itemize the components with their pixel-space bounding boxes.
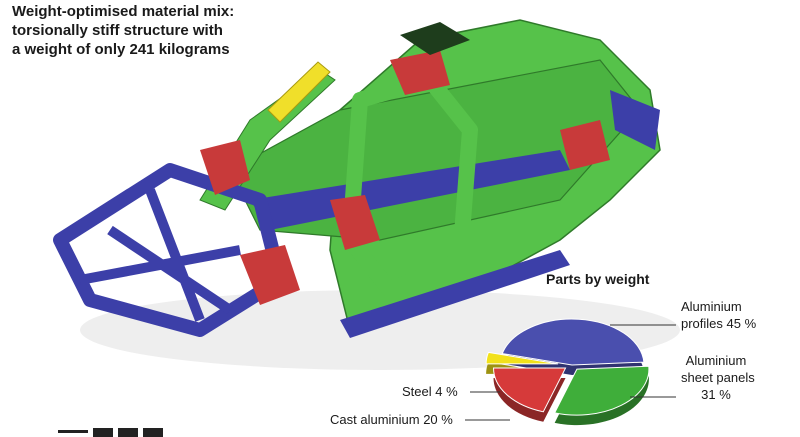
headline-line-2: torsionally stiff structure with (12, 22, 223, 39)
label-profiles-line-2: profiles 45 % (681, 316, 757, 331)
pie-slice-aluminium-sheet-panels (553, 365, 650, 416)
chart-title: Parts by weight (546, 271, 650, 287)
label-steel: Steel 4 % (402, 384, 458, 399)
label-aluminium-profiles: Aluminium profiles 45 % (681, 298, 756, 332)
label-sheet-line-2: sheet panels (681, 370, 755, 385)
headline-line-1: Weight-optimised material mix: (12, 3, 235, 20)
pie-slice-cast-aluminium (493, 367, 567, 413)
label-aluminium-sheet-panels: Aluminium sheet panels 31 % (681, 352, 755, 403)
pie-slice-aluminium-profiles (501, 318, 645, 366)
pie-slice-steel (485, 351, 559, 365)
headline-line-3: a weight of only 241 kilograms (12, 41, 230, 58)
label-sheet-line-3: 31 % (701, 387, 731, 402)
label-sheet-line-1: Aluminium (685, 353, 747, 368)
label-cast-aluminium: Cast aluminium 20 % (330, 412, 453, 427)
amg-logo (58, 428, 163, 437)
label-profiles-line-1: Aluminium (681, 299, 742, 314)
headline: Weight-optimised material mix: torsional… (12, 2, 312, 59)
